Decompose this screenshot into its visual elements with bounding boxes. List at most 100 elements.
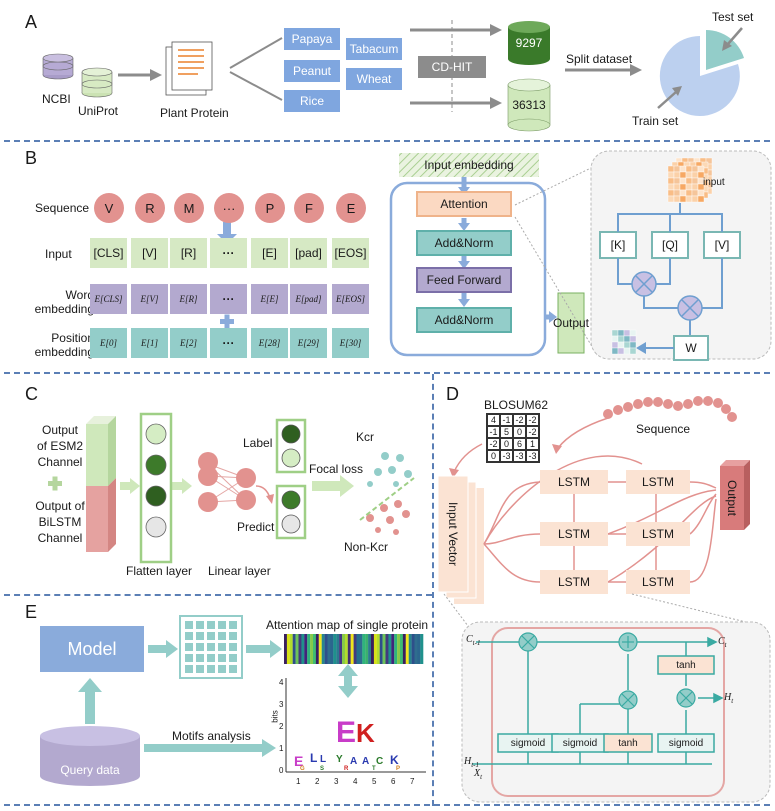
blosum-cell: -2 xyxy=(487,438,500,450)
panel-b-label: B xyxy=(25,148,38,168)
d-output-box: Output xyxy=(720,466,744,530)
heatmap-cell xyxy=(691,165,699,173)
word-embedding-row-label: Word embedding xyxy=(34,288,94,316)
attention-map-cell xyxy=(397,634,401,664)
panel-a-graphics xyxy=(42,20,744,132)
blosum-cell: -3 xyxy=(513,450,526,462)
motifs-analysis-label: Motifs analysis xyxy=(172,729,251,743)
word-embedding-token: E[pad] xyxy=(290,284,327,314)
tanh-box-2: tanh xyxy=(676,659,696,671)
lstm-box-1: LSTM xyxy=(557,475,590,489)
logo-x-tick: 7 xyxy=(410,777,415,786)
logo-letter: S xyxy=(320,766,324,772)
train-set-label: Train set xyxy=(632,114,679,128)
v-box: [V] xyxy=(714,238,730,252)
c-t-main: C xyxy=(718,636,725,647)
attention-map-cell xyxy=(344,634,348,664)
blosum-title: BLOSUM62 xyxy=(484,398,549,412)
heatmap-cell xyxy=(691,195,699,203)
attention-map-cell xyxy=(388,634,392,664)
x-t-label: Xt xyxy=(474,768,482,781)
blosum-cell: 6 xyxy=(513,438,526,450)
attention-map-cell xyxy=(330,634,334,664)
logo-letter: T xyxy=(372,766,376,772)
logo-x-tick: 5 xyxy=(372,777,377,786)
sequence-token: V xyxy=(94,193,124,223)
attention-grid-cell xyxy=(185,654,193,662)
attention-grid-cell xyxy=(229,643,237,651)
x-t-main: X xyxy=(474,768,481,779)
blosum-cell: -3 xyxy=(526,450,539,462)
blosum-cell: -2 xyxy=(526,426,539,438)
panel-c-graphics xyxy=(48,412,415,564)
attention-map-cell xyxy=(376,634,380,664)
split-dataset-label: Split dataset xyxy=(566,52,633,66)
logo-y-tick: 0 xyxy=(279,766,284,775)
logo-x-tick: 6 xyxy=(391,777,396,786)
heatmap-cell xyxy=(679,183,687,191)
output-matrix-cell xyxy=(623,335,631,343)
lstm-box-5: LSTM xyxy=(557,575,590,589)
ncbi-database-icon xyxy=(42,53,74,80)
blosum-cell: 0 xyxy=(487,450,500,462)
blosum-cell: 5 xyxy=(500,426,513,438)
attention-map-cell xyxy=(400,634,403,664)
attention-map-cell xyxy=(385,634,389,664)
word-embedding-token: ··· xyxy=(210,284,247,314)
cd-hit-box: CD-HIT xyxy=(431,60,473,74)
count-36313: 36313 xyxy=(512,98,546,112)
uniprot-label: UniProt xyxy=(78,104,119,118)
logo-x-tick: 4 xyxy=(353,777,358,786)
label-label: Label xyxy=(243,436,273,450)
heatmap-cell xyxy=(673,189,681,197)
attention-map-cell xyxy=(359,634,363,664)
separator-cd xyxy=(432,374,434,806)
attention-map-cell xyxy=(411,634,415,664)
species-rice: Rice xyxy=(299,94,324,108)
word-embedding-token: E[R] xyxy=(170,284,207,314)
blosum-cell: -1 xyxy=(487,426,500,438)
attention-map-cell xyxy=(371,634,374,664)
attention-grid-cell xyxy=(196,654,204,662)
attention-map-cell xyxy=(307,634,311,664)
attention-map-cell xyxy=(342,634,345,664)
attention-map-cell xyxy=(339,634,343,664)
attention-grid-cell xyxy=(207,665,215,673)
logo-letter: C xyxy=(376,756,383,767)
input-token: [E] xyxy=(251,238,288,268)
heatmap-cell xyxy=(679,177,687,185)
addnorm-box-1: Add&Norm xyxy=(416,230,512,256)
sigmoid-box-1: sigmoid xyxy=(510,737,546,749)
lstm-box-4: LSTM xyxy=(641,527,674,541)
h-prev-main: H xyxy=(464,756,472,767)
attention-grid-cell xyxy=(218,621,226,629)
attention-map-cell xyxy=(347,634,351,664)
ncbi-label: NCBI xyxy=(42,92,71,106)
output-matrix-cell xyxy=(623,329,631,337)
blosum-cell: 0 xyxy=(500,438,513,450)
heatmap-cell xyxy=(691,189,699,197)
heatmap-cell xyxy=(685,165,693,173)
heatmap-cell xyxy=(697,165,705,173)
heatmap-cell xyxy=(697,189,705,197)
attention-grid-cell xyxy=(229,632,237,640)
heatmap-cell xyxy=(673,171,681,179)
h-t-sub: t xyxy=(731,697,734,705)
heatmap-cell xyxy=(667,195,675,203)
logo-letter: G xyxy=(300,766,305,772)
attention-map-cell xyxy=(350,634,354,664)
lstm-box-3: LSTM xyxy=(557,527,590,541)
cylinder-9297-icon xyxy=(508,21,550,65)
species-wheat: Wheat xyxy=(356,72,392,86)
attention-map-cell xyxy=(310,634,314,664)
position-embedding-token: E[30] xyxy=(332,328,369,358)
attention-map-cell xyxy=(286,634,290,664)
linear-layer-label: Linear layer xyxy=(208,564,271,578)
attention-grid-cell xyxy=(185,632,193,640)
position-embedding-token: E[0] xyxy=(90,328,127,358)
output-matrix-cell xyxy=(629,347,637,355)
heatmap-cell xyxy=(667,165,675,173)
attention-grid-cell xyxy=(218,632,226,640)
attention-map-label: Attention map of single protein xyxy=(266,618,429,632)
